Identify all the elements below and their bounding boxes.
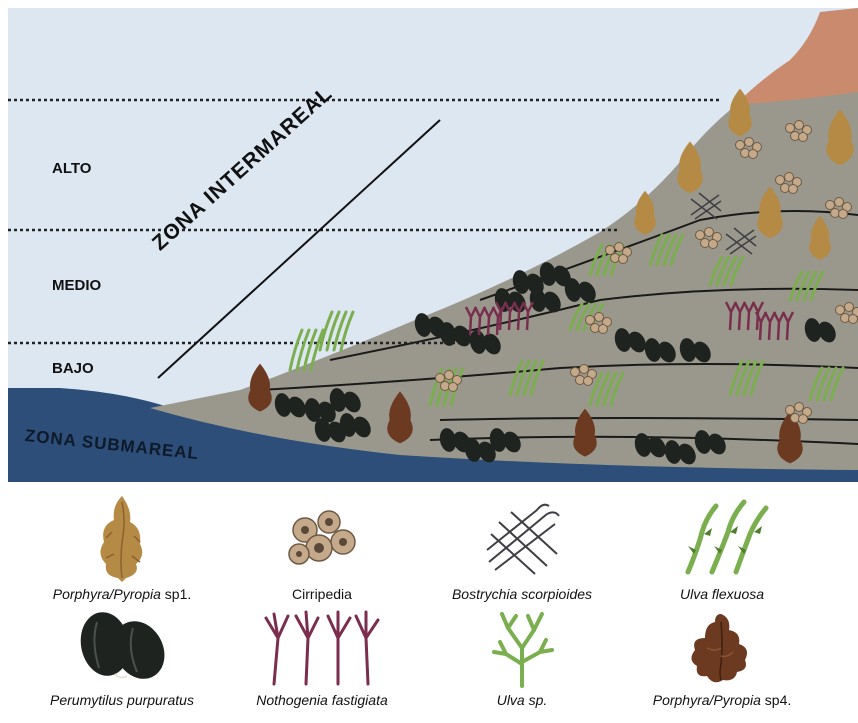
nothogenia-icon <box>252 608 392 688</box>
legend-item-cirripedia: Cirripedia <box>222 492 422 602</box>
legend-item-bostrychia: Bostrychia scorpioides <box>422 492 622 602</box>
legend-item-porphyra-sp4: Porphyra/Pyropia sp4. <box>622 608 822 708</box>
legend-label-porphyra-sp4: Porphyra/Pyropia sp4. <box>622 692 822 708</box>
intertidal-scene <box>0 0 858 490</box>
ulva-flexuosa-icon <box>672 492 772 582</box>
legend-label-ulva-flexuosa: Ulva flexuosa <box>622 586 822 602</box>
legend-label-porphyra-sp1: Porphyra/Pyropia sp1. <box>22 586 222 602</box>
legend-label-perumytilus: Perumytilus purpuratus <box>22 692 222 708</box>
legend-label-bostrychia: Bostrychia scorpioides <box>422 586 622 602</box>
legend-item-perumytilus: Perumytilus purpuratus <box>22 608 222 708</box>
bostrychia-icon <box>477 492 567 582</box>
cirripedia-icon <box>277 492 367 582</box>
porphyra-sp1-icon <box>82 492 162 582</box>
perumytilus-icon <box>67 608 177 688</box>
legend-label-nothogenia: Nothogenia fastigiata <box>222 692 422 708</box>
legend-item-ulva-flexuosa: Ulva flexuosa <box>622 492 822 602</box>
legend-item-ulva-sp: Ulva sp. <box>422 608 622 708</box>
zone-label-bajo: BAJO <box>52 360 94 377</box>
porphyra-sp4-icon <box>677 608 767 688</box>
legend-item-nothogenia: Nothogenia fastigiata <box>222 608 422 708</box>
legend-item-porphyra-sp1: Porphyra/Pyropia sp1. <box>22 492 222 602</box>
ulva-sp-icon <box>482 608 562 688</box>
zone-label-alto: ALTO <box>52 160 91 177</box>
zone-label-medio: MEDIO <box>52 277 101 294</box>
legend-label-ulva-sp: Ulva sp. <box>422 692 622 708</box>
legend-label-cirripedia: Cirripedia <box>222 586 422 602</box>
